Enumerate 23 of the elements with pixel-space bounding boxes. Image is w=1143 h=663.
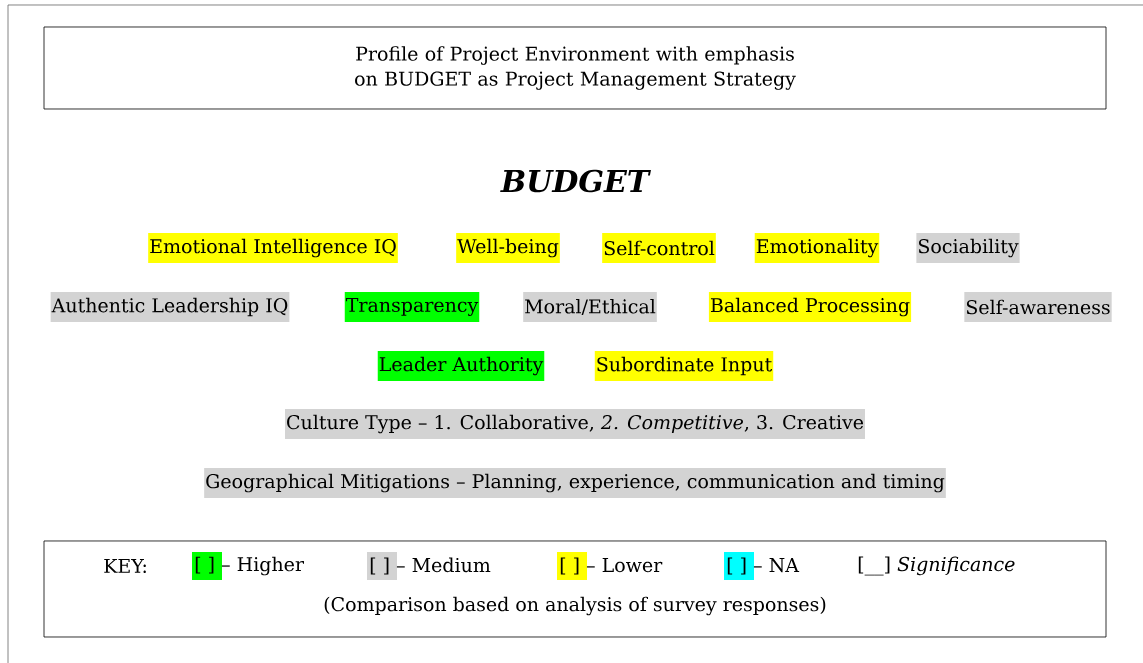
highlighted-term: Well-being bbox=[456, 233, 560, 263]
highlighted-term: Subordinate Input bbox=[594, 351, 774, 381]
legend-entry: [ ] – Lower bbox=[560, 557, 663, 575]
highlighted-term: Culture Type – 1. Collaborative, 2. Competitive, 3. Creative bbox=[285, 409, 865, 439]
legend-entry: [ ] – Higher bbox=[195, 556, 304, 576]
heading: BUDGET bbox=[500, 169, 651, 193]
highlighted-term: Geographical Mitigations – Planning, experience, communication and timing bbox=[204, 468, 946, 498]
key-label: KEY: bbox=[104, 558, 146, 574]
highlighted-term: Balanced Processing bbox=[708, 292, 912, 322]
highlighted-term: Emotional Intelligence IQ bbox=[148, 233, 398, 263]
highlighted-term: Self-awareness bbox=[964, 292, 1112, 322]
legend-entry: [ ] – NA bbox=[727, 557, 800, 575]
highlighted-term: Sociability bbox=[916, 233, 1020, 263]
title-box: Profile of Project Environment with emphasis on BUDGET as Project Management Strategy bbox=[43, 26, 1107, 110]
highlighted-term: Transparency bbox=[344, 292, 480, 322]
highlighted-term: Moral/Ethical bbox=[523, 292, 657, 322]
legend-entry: [__] Significance bbox=[858, 556, 1015, 576]
highlighted-term: Leader Authority bbox=[377, 351, 545, 381]
note-text: (Comparison based on analysis of survey responses) bbox=[324, 596, 826, 616]
highlighted-term: Emotionality bbox=[754, 233, 880, 263]
legend-entry: [ ] – Medium bbox=[370, 557, 491, 575]
highlighted-term: Self-control bbox=[602, 233, 716, 263]
highlighted-term: Authentic Leadership IQ bbox=[50, 292, 290, 322]
